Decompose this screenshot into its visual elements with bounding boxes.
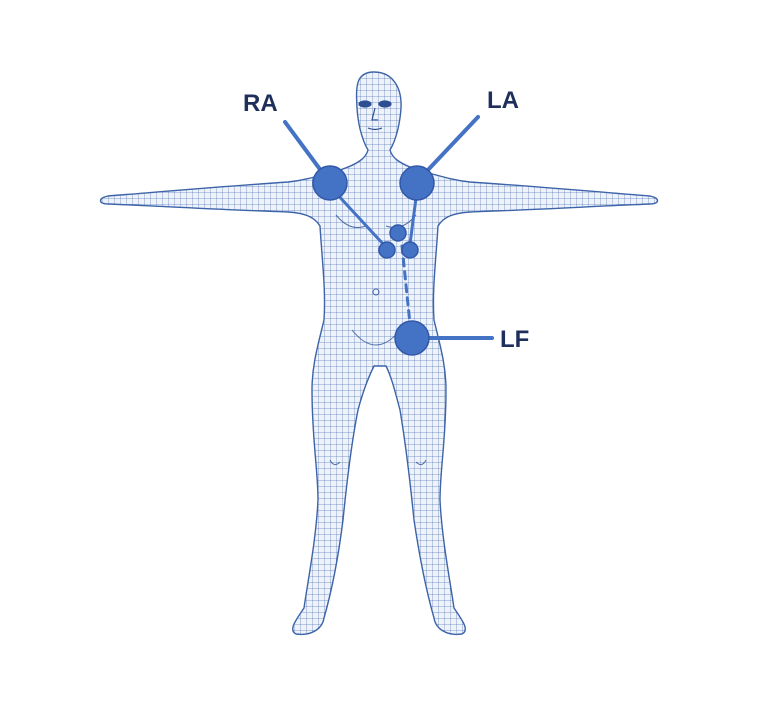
la-label: LA bbox=[487, 87, 519, 114]
lf-electrode bbox=[394, 320, 430, 356]
lead-wires bbox=[283, 115, 494, 340]
face-features bbox=[358, 100, 392, 131]
chest-electrode-left bbox=[378, 241, 396, 259]
la-electrode bbox=[399, 165, 435, 201]
chest-electrode-top bbox=[389, 224, 407, 242]
lf-label: LF bbox=[500, 326, 529, 353]
la-to-chest-wire bbox=[408, 196, 418, 246]
chest-to-lf-dashed-wire bbox=[400, 244, 412, 326]
chest-electrode-right bbox=[401, 241, 419, 259]
ra-lead-wire bbox=[283, 120, 324, 174]
ra-electrode bbox=[312, 165, 348, 201]
electrodes bbox=[312, 165, 435, 356]
ra-to-chest-wire bbox=[333, 190, 386, 247]
la-lead-wire bbox=[424, 115, 480, 174]
ra-label: RA bbox=[243, 90, 278, 117]
body-wireframe bbox=[99, 71, 659, 636]
